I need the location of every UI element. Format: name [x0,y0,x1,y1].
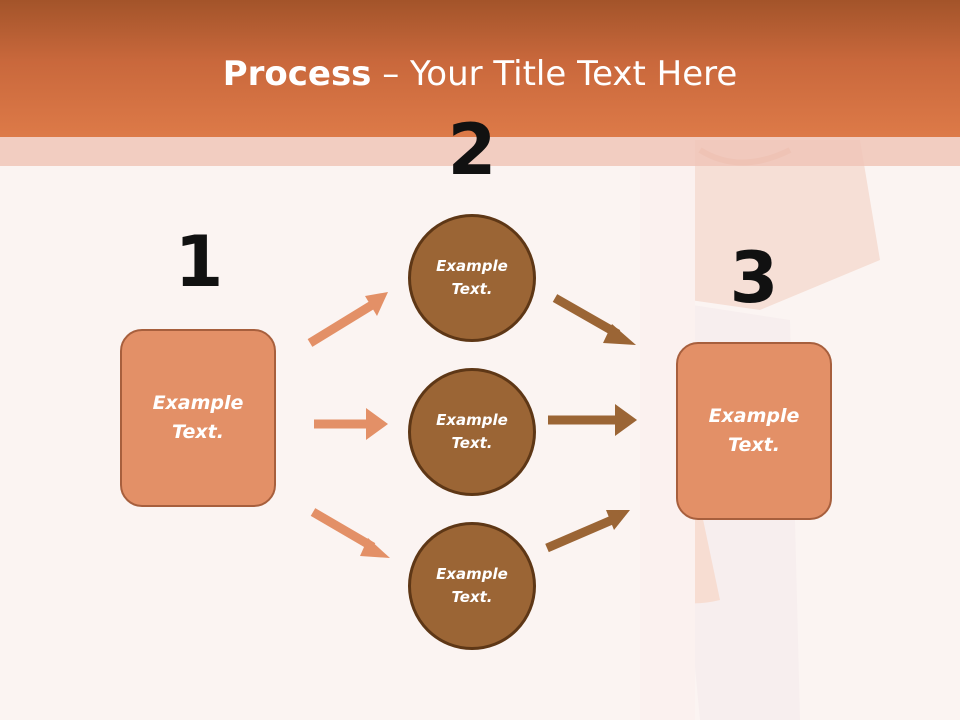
arrow-right-1 [314,408,388,440]
left-box-text: Example Text. [152,392,244,443]
title-header [0,0,960,137]
step-number-1: 1 [174,221,224,303]
title-rest: – Your Title Text Here [371,54,738,94]
step-number-2: 2 [447,109,497,191]
right-box-text: Example Text. [708,405,800,456]
arrow-down-right-2 [552,294,636,345]
title-bold: Process [222,54,372,94]
left-box: Example Text. [120,329,276,507]
right-box: Example Text. [676,342,832,520]
circle-bottom-text: Example Text. [436,565,508,606]
step-number-3: 3 [729,237,779,319]
circle-middle-text: Example Text. [436,411,508,452]
arrow-up-right-2 [545,510,630,553]
header-band [0,137,960,166]
arrow-down-right-1 [310,508,390,558]
circle-bottom: Example Text. [408,522,536,650]
arrow-up-right-1 [307,292,388,347]
arrow-right-2 [548,404,637,436]
circle-top: Example Text. [408,214,536,342]
circle-middle: Example Text. [408,368,536,496]
slide-title: Process – Your Title Text Here [0,52,960,96]
circle-top-text: Example Text. [436,257,508,298]
